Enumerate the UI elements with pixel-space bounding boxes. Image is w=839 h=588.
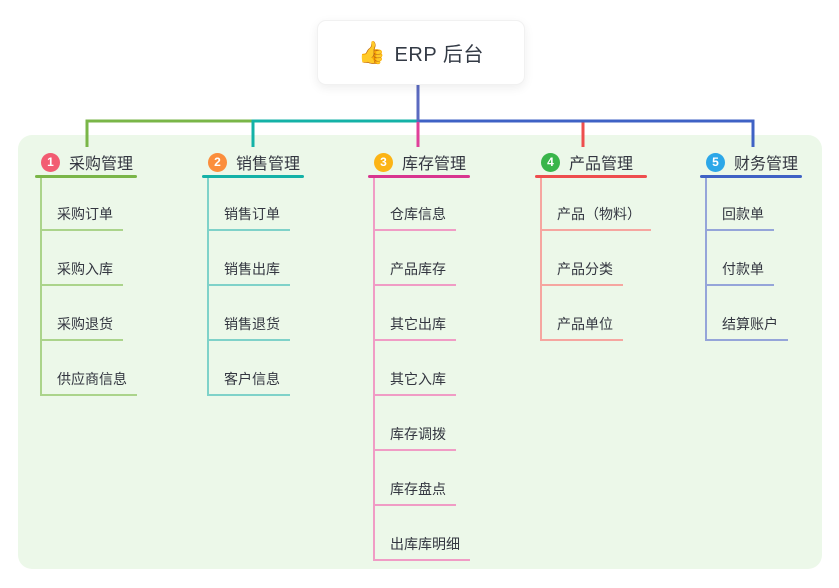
root-node-erp[interactable]: 👍 ERP 后台 [317, 20, 525, 85]
branch-title-label: 库存管理 [402, 156, 467, 173]
child-node-label: 销售订单 [224, 206, 280, 222]
child-node-label: 库存盘点 [390, 481, 446, 497]
branch-number-badge: 5 [706, 152, 725, 172]
child-node-label: 回款单 [722, 206, 764, 222]
branch-underline [368, 175, 470, 178]
child-node-label: 客户信息 [224, 371, 280, 387]
child-node-label: 付款单 [722, 261, 764, 277]
child-node[interactable]: 产品库存 [373, 256, 456, 286]
root-node-label: ERP 后台 [394, 44, 484, 66]
child-node-label: 采购订单 [57, 206, 113, 222]
child-node[interactable]: 回款单 [705, 201, 774, 231]
child-node-label: 库存调拨 [390, 426, 446, 442]
child-node[interactable]: 付款单 [705, 256, 774, 286]
child-node[interactable]: 采购订单 [40, 201, 123, 231]
child-node[interactable]: 库存盘点 [373, 476, 456, 506]
child-node-label: 采购入库 [57, 261, 113, 277]
branch-underline [700, 175, 802, 178]
child-node-label: 产品（物料） [557, 206, 641, 222]
child-node[interactable]: 客户信息 [207, 366, 290, 396]
branch-node-5[interactable]: 5 财务管理 [706, 149, 798, 175]
branch-underline [35, 175, 137, 178]
child-node-label: 销售退货 [224, 316, 280, 332]
child-node-label: 产品单位 [557, 316, 613, 332]
child-node[interactable]: 库存调拨 [373, 421, 456, 451]
branch-number-badge: 3 [374, 152, 393, 172]
branch-number-badge: 4 [541, 152, 560, 172]
branch-title-label: 财务管理 [734, 156, 799, 173]
branch-child-connector [373, 178, 375, 561]
child-node[interactable]: 产品单位 [540, 311, 623, 341]
child-node-label: 出库库明细 [390, 536, 460, 552]
child-node-label: 产品分类 [557, 261, 613, 277]
branch-number-badge: 1 [41, 152, 60, 172]
branch-node-4[interactable]: 4 产品管理 [541, 149, 633, 175]
branch-title-label: 销售管理 [236, 156, 301, 173]
child-node[interactable]: 供应商信息 [40, 366, 137, 396]
branch-title-label: 产品管理 [569, 156, 634, 173]
child-node[interactable]: 采购退货 [40, 311, 123, 341]
branch-node-2[interactable]: 2 销售管理 [208, 149, 300, 175]
child-node[interactable]: 采购入库 [40, 256, 123, 286]
thumbs-up-icon: 👍 [358, 39, 386, 65]
child-node-label: 产品库存 [390, 261, 446, 277]
branch-underline [202, 175, 304, 178]
child-node[interactable]: 出库库明细 [373, 531, 470, 561]
child-node[interactable]: 销售订单 [207, 201, 290, 231]
branch-child-connector [705, 178, 707, 341]
child-node-label: 仓库信息 [390, 206, 446, 222]
branch-node-3[interactable]: 3 库存管理 [374, 149, 466, 175]
child-node[interactable]: 其它入库 [373, 366, 456, 396]
branch-underline [535, 175, 647, 178]
branch-child-connector [207, 178, 209, 396]
child-node-label: 采购退货 [57, 316, 113, 332]
branches-background-panel [18, 135, 822, 569]
branch-child-connector [540, 178, 542, 341]
branch-node-1[interactable]: 1 采购管理 [41, 149, 133, 175]
child-node-label: 其它出库 [390, 316, 446, 332]
child-node[interactable]: 产品（物料） [540, 201, 651, 231]
child-node[interactable]: 结算账户 [705, 311, 788, 341]
child-node[interactable]: 销售退货 [207, 311, 290, 341]
branch-number-badge: 2 [208, 152, 227, 172]
child-node-label: 结算账户 [722, 316, 778, 332]
branch-title-label: 采购管理 [69, 156, 134, 173]
child-node[interactable]: 仓库信息 [373, 201, 456, 231]
child-node[interactable]: 产品分类 [540, 256, 623, 286]
child-node[interactable]: 其它出库 [373, 311, 456, 341]
branch-child-connector [40, 178, 42, 396]
child-node-label: 供应商信息 [57, 371, 127, 387]
child-node-label: 销售出库 [224, 261, 280, 277]
child-node-label: 其它入库 [390, 371, 446, 387]
child-node[interactable]: 销售出库 [207, 256, 290, 286]
